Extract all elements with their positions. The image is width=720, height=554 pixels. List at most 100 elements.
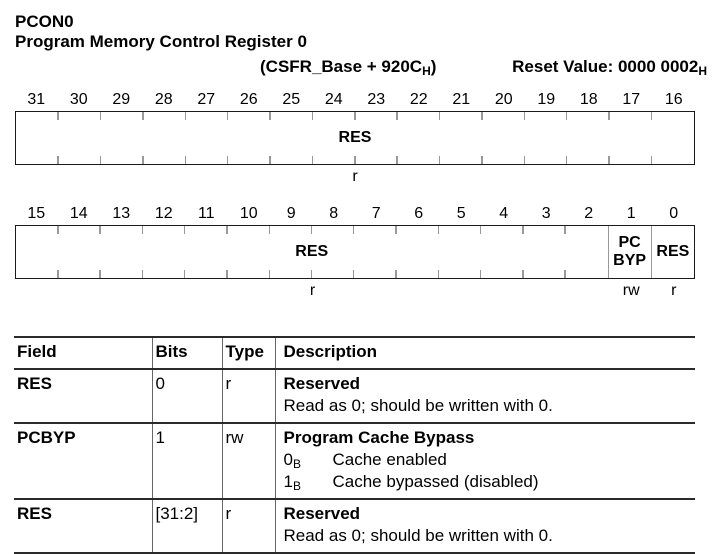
description-title: Program Cache Bypass [283, 428, 475, 447]
bit-boundary-tick [396, 112, 398, 120]
table-row: RES [31:2] r Reserved Read as 0; should … [14, 499, 695, 553]
register-short-name: PCON0 [15, 12, 74, 31]
register-field-res: RES [16, 112, 694, 164]
bit-number: 4 [499, 205, 509, 222]
bit-boundary-tick [565, 156, 568, 164]
bit-boundary-tick [522, 226, 524, 234]
register-field-pc-byp: PC BYP [607, 226, 651, 278]
bit-boundary-tick [523, 156, 525, 164]
bit-number: 19 [537, 91, 556, 108]
bit-number: 14 [69, 205, 88, 222]
bit-boundary-tick [311, 156, 314, 164]
bit-boundary-tick [352, 270, 355, 278]
bit-number: 7 [371, 205, 381, 222]
bit-boundary-tick [141, 270, 144, 278]
bit-boundary-tick [479, 226, 482, 234]
type-cell: r [222, 369, 276, 423]
bit-boundary-tick [354, 156, 356, 164]
description-line: Read as 0; should be written with 0. [283, 526, 553, 545]
bit-number: 1 [626, 205, 636, 222]
bit-boundary-tick [184, 112, 186, 120]
register-box: RES [15, 111, 695, 165]
bit-boundary-tick [354, 112, 356, 120]
bits-cell: 0 [152, 369, 223, 423]
bit-number: 5 [456, 205, 466, 222]
bit-number: 25 [282, 91, 301, 108]
bit-number: 22 [409, 91, 428, 108]
bit-number: 26 [239, 91, 258, 108]
bit-number: 21 [452, 91, 471, 108]
bit-number: 13 [112, 205, 131, 222]
field-label: RES [295, 243, 329, 260]
bit-boundary-tick [269, 112, 271, 120]
bit-boundary-tick [226, 156, 229, 164]
bit-boundary-tick [184, 156, 186, 164]
bit-number: 28 [154, 91, 173, 108]
bit-number: 20 [494, 91, 513, 108]
bit-number: 24 [324, 91, 343, 108]
table-header-row: Field Bits Type Description [14, 337, 695, 369]
bit-boundary-tick [183, 226, 186, 234]
bit-number: 3 [541, 205, 551, 222]
register-field-res: RES [650, 226, 694, 278]
description-cell: Reserved Read as 0; should be written wi… [275, 499, 695, 553]
bit-boundary-tick [142, 156, 144, 164]
bit-boundary-tick [396, 156, 398, 164]
bit-number: 6 [414, 205, 424, 222]
bit-boundary-tick [481, 156, 483, 164]
access-type: r [352, 168, 358, 185]
bit-boundary-tick [438, 156, 441, 164]
col-header-description: Description [283, 342, 378, 361]
bit-boundary-tick [310, 270, 313, 278]
bit-boundary-tick [310, 226, 313, 234]
col-header-field: Field [14, 337, 153, 369]
bit-boundary-tick [650, 156, 653, 164]
bit-boundary-tick [564, 226, 566, 234]
description-title: Reserved [283, 504, 361, 523]
field-label: PC BYP [613, 234, 647, 269]
bit-boundary-tick [57, 156, 59, 164]
bit-boundary-tick [226, 112, 229, 120]
bit-boundary-tick [438, 112, 441, 120]
address-reset-row: (CSFR_Base + 920CH) Reset Value: 0000 00… [15, 57, 707, 77]
reset-value: Reset Value: 0000 0002H [512, 57, 707, 78]
bit-number: 15 [27, 205, 46, 222]
field-label: RES [656, 243, 690, 260]
bit-boundary-tick [481, 112, 483, 120]
bit-boundary-tick [395, 270, 397, 278]
bit-boundary-tick [479, 270, 482, 278]
bit-boundary-tick [141, 226, 144, 234]
bit-boundary-tick [57, 270, 59, 278]
field-name-cell: RES [14, 499, 153, 553]
bit-boundary-tick [523, 112, 525, 120]
bit-number: 31 [27, 91, 46, 108]
field-name-cell: PCBYP [14, 423, 153, 499]
field-name-cell: RES [14, 369, 153, 423]
bit-boundary-tick [650, 112, 653, 120]
bit-boundary-tick [269, 156, 271, 164]
bit-number: 0 [669, 205, 679, 222]
field-description-table: Field Bits Type Description RES 0 r Rese… [14, 336, 695, 554]
bit-boundary-tick [99, 156, 102, 164]
bit-number: 29 [112, 91, 131, 108]
access-row: r [15, 168, 695, 186]
bit-value: 0B [283, 450, 301, 471]
bit-boundary-tick [395, 226, 397, 234]
table-row: RES 0 r Reserved Read as 0; should be wr… [14, 369, 695, 423]
bit-boundary-tick [99, 112, 102, 120]
bit-boundary-tick [57, 226, 59, 234]
description-title: Reserved [283, 374, 361, 393]
bit-number: 30 [69, 91, 88, 108]
bit-boundary-tick [268, 226, 270, 234]
bit-number: 9 [286, 205, 296, 222]
bit-number: 17 [622, 91, 641, 108]
bits-cell: 1 [152, 423, 223, 499]
bit-boundary-tick [437, 226, 439, 234]
